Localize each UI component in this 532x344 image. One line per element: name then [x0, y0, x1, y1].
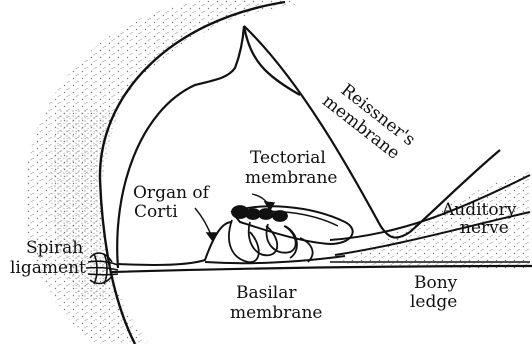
organ-of-corti-shape — [118, 222, 232, 265]
label-basilar-line2: membrane — [230, 303, 322, 323]
label-spiral-line1: Spirah — [26, 238, 83, 258]
label-bony-line1: Bony — [414, 273, 458, 293]
basilar-membrane-upper — [205, 256, 345, 263]
label-organ-line1: Organ of — [133, 183, 211, 203]
label-bony-line2: ledge — [410, 292, 457, 312]
label-tectorial-line1: Tectorial — [250, 148, 326, 168]
basilar-membrane-lower — [112, 266, 532, 272]
label-reissners-membrane: Reissner's membrane — [318, 75, 418, 166]
label-spiral-line2: ligament — [10, 258, 86, 278]
label-tectorial-line2: membrane — [245, 168, 337, 188]
label-organ-line2: Corti — [134, 202, 178, 222]
label-basilar-line1: Basilar — [236, 283, 297, 303]
label-auditory-line1: Auditory — [441, 200, 517, 220]
label-auditory-line2: nerve — [460, 218, 509, 238]
